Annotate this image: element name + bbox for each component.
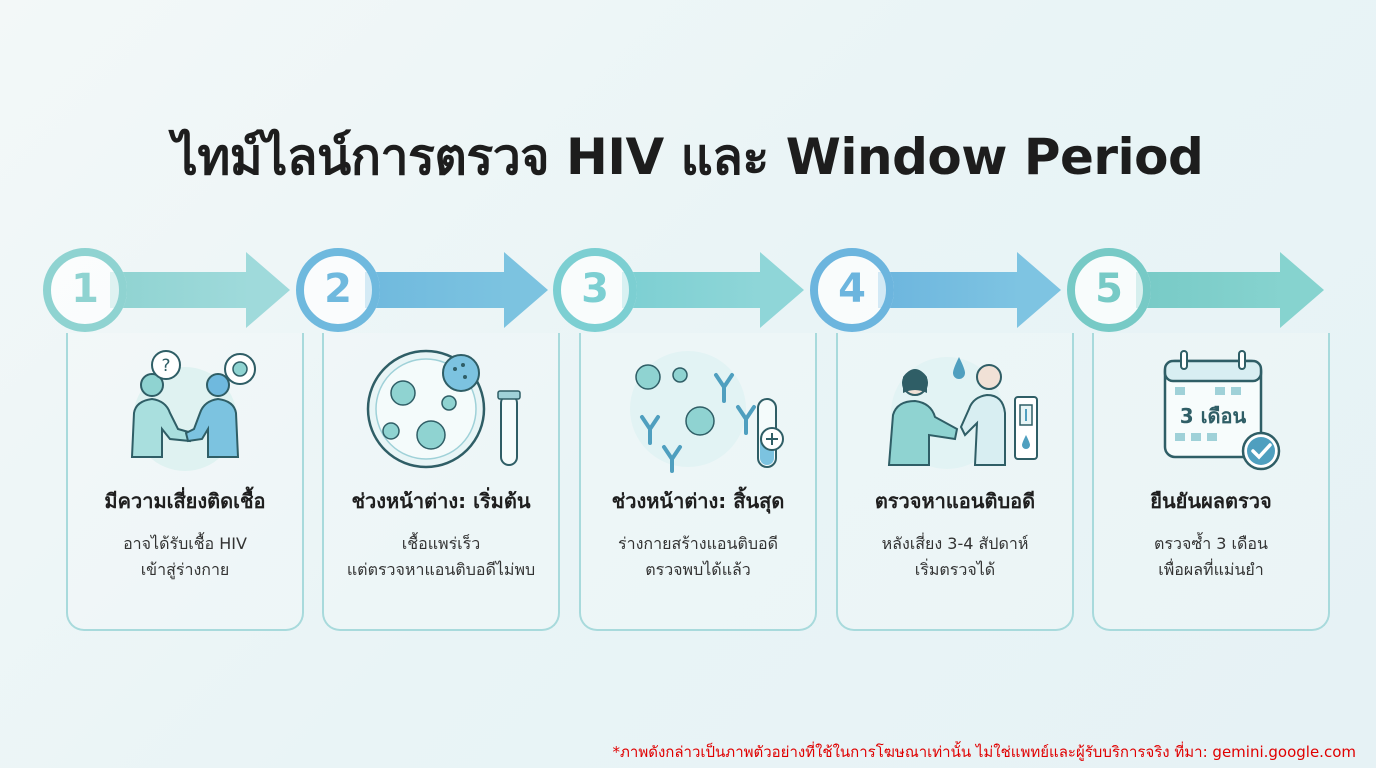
step-number-1: 1: [71, 266, 99, 312]
arrow-step-4: [810, 248, 1061, 332]
step-desc-4-line-1: หลังเสี่ยง 3-4 สัปดาห์: [881, 534, 1029, 553]
blood-test-icon: [887, 357, 1038, 469]
step-heading-5: ยืนยันผลตรวจ: [1150, 489, 1272, 513]
step-card-1: ? มีความเสี่ยงติดเชื้อ อาจได้รับเชื้อ HI…: [66, 333, 304, 631]
arrow-step-3: [553, 248, 804, 332]
step-desc-2-line-2: แต่ตรวจหาแอนติบอดีไม่พบ: [346, 560, 536, 579]
step-heading-1: มีความเสี่ยงติดเชื้อ: [104, 489, 266, 513]
step-card-3: ช่วงหน้าต่าง: สิ้นสุด ร่างกายสร้างแอนติบ…: [579, 333, 817, 631]
virus-petri-icon: [366, 349, 521, 469]
antibody-icon: [630, 351, 784, 473]
calendar-label: 3 เดือน: [1180, 404, 1247, 428]
step-heading-3: ช่วงหน้าต่าง: สิ้นสุด: [611, 489, 785, 513]
step-number-5: 5: [1095, 266, 1123, 312]
footnote-disclaimer: *ภาพดังกล่าวเป็นภาพตัวอย่างที่ใช้ในการโฆ…: [612, 743, 1356, 761]
step-desc-5-line-1: ตรวจซ้ำ 3 เดือน: [1154, 534, 1268, 553]
step-desc-5-line-2: เพื่อผลที่แม่นยำ: [1158, 560, 1264, 579]
step-heading-2: ช่วงหน้าต่าง: เริ่มต้น: [351, 489, 531, 513]
calendar-check-icon: 3 เดือน: [1163, 350, 1281, 471]
step-desc-5: ตรวจซ้ำ 3 เดือน เพื่อผลที่แม่นยำ: [1094, 531, 1328, 583]
step-desc-2-line-1: เชื้อแพร่เร็ว: [401, 534, 481, 553]
svg-text:?: ?: [161, 356, 170, 376]
step-number-3: 3: [581, 266, 609, 312]
step-desc-3-line-2: ตรวจพบได้แล้ว: [645, 560, 751, 579]
step-desc-3-line-1: ร่างกายสร้างแอนติบอดี: [618, 534, 778, 553]
page-title: ไทม์ไลน์การตรวจ HIV และ Window Period: [172, 128, 1204, 186]
arrow-step-2: [296, 248, 548, 332]
step-desc-1-line-2: เข้าสู่ร่างกาย: [140, 560, 230, 579]
step-desc-1: อาจได้รับเชื้อ HIV เข้าสู่ร่างกาย: [68, 531, 302, 583]
step-card-5: 3 เดือน ยืนยันผลตรวจ ตรวจซ้ำ 3 เดือน เพื…: [1092, 333, 1330, 631]
handshake-icon: ?: [130, 350, 256, 471]
step-desc-4-line-2: เริ่มตรวจได้: [914, 560, 996, 579]
step-desc-2: เชื้อแพร่เร็ว แต่ตรวจหาแอนติบอดีไม่พบ: [324, 531, 558, 583]
step-desc-3: ร่างกายสร้างแอนติบอดี ตรวจพบได้แล้ว: [581, 531, 815, 583]
step-desc-1-line-1: อาจได้รับเชื้อ HIV: [123, 534, 247, 553]
step-heading-4: ตรวจหาแอนติบอดี: [874, 489, 1036, 513]
step-number-2: 2: [324, 266, 352, 312]
step-card-2: ช่วงหน้าต่าง: เริ่มต้น เชื้อแพร่เร็ว แต่…: [322, 333, 560, 631]
arrow-step-1: [43, 248, 290, 332]
step-desc-4: หลังเสี่ยง 3-4 สัปดาห์ เริ่มตรวจได้: [838, 531, 1072, 583]
step-number-4: 4: [838, 266, 866, 312]
arrow-step-5: [1067, 248, 1324, 332]
step-card-4: ตรวจหาแอนติบอดี หลังเสี่ยง 3-4 สัปดาห์ เ…: [836, 333, 1074, 631]
